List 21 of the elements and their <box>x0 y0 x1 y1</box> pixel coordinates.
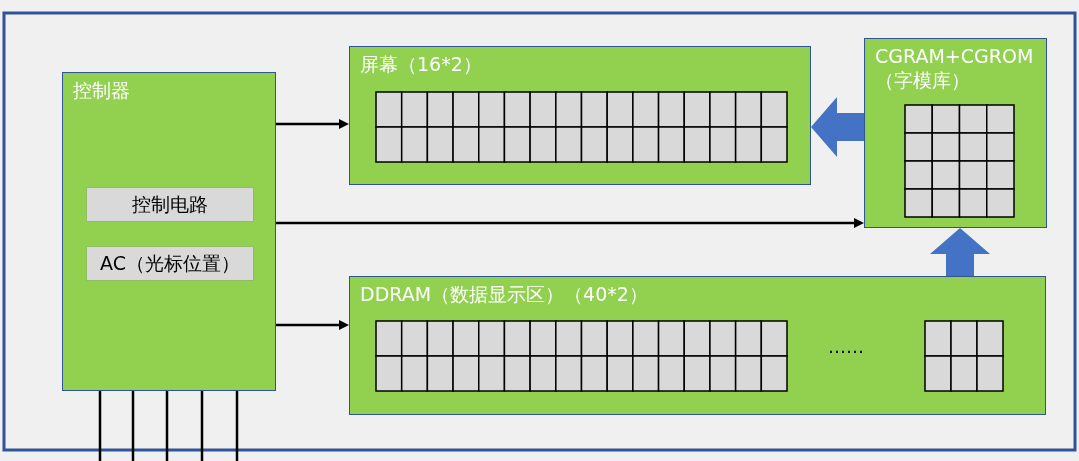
block-title: CGRAM+CGROM（字模库） <box>875 44 1035 92</box>
arrow <box>276 320 349 330</box>
signal-line <box>131 391 135 461</box>
block-box <box>864 38 1047 228</box>
block-box <box>349 276 1046 415</box>
arrow <box>276 119 349 129</box>
signal-line <box>165 391 169 461</box>
block-box <box>349 46 811 185</box>
signal-line <box>235 391 239 461</box>
arrow <box>276 218 864 228</box>
block-title: 屏幕（16*2） <box>360 52 483 76</box>
register-box: 控制电路 <box>86 187 254 222</box>
block-arrow <box>811 97 864 157</box>
signal-line <box>200 391 204 461</box>
register-box: AC（光标位置） <box>86 246 254 281</box>
signal-line <box>98 391 102 461</box>
block-title: DDRAM（数据显示区）（40*2） <box>360 282 649 306</box>
block-arrow <box>930 228 990 276</box>
block-box <box>62 72 276 391</box>
ellipsis-text: …… <box>828 336 864 357</box>
block-title: 控制器 <box>73 78 131 102</box>
